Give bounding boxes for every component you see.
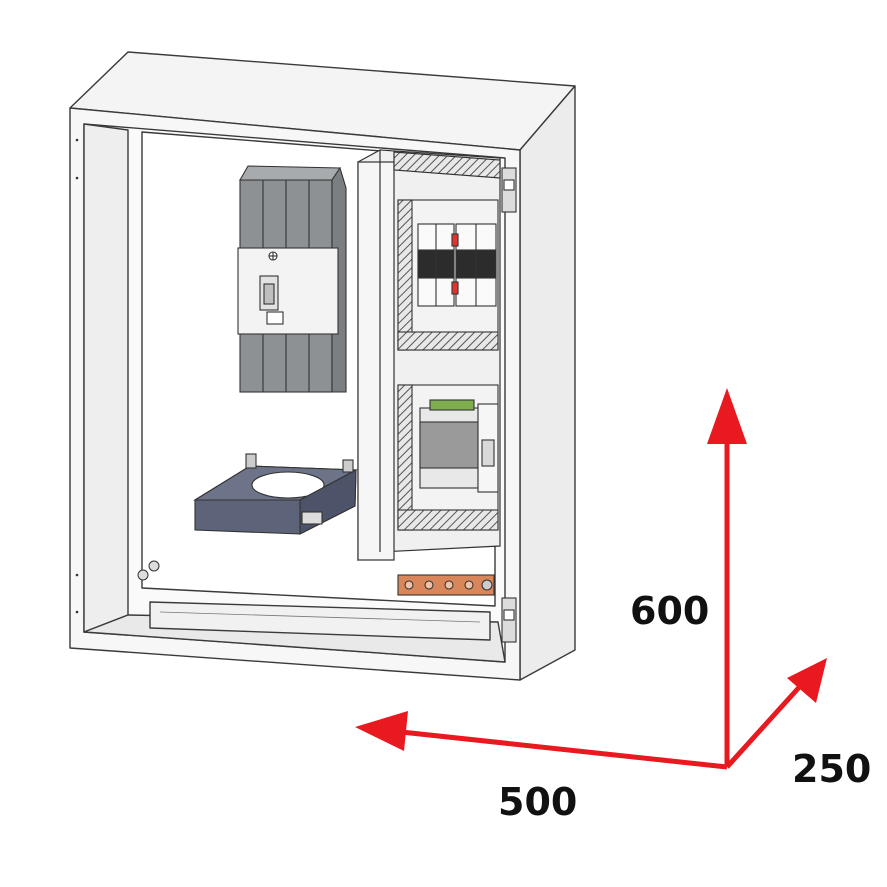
depth-arrow-shaft: [725, 681, 805, 769]
lower-din-section: [397, 384, 499, 531]
earth-stud: [137, 560, 160, 581]
upper-din-section: [397, 199, 499, 351]
height-arrow-head: [707, 388, 747, 444]
width-dimension-label: 500: [498, 780, 578, 824]
din-rail-fuse-holders: [417, 223, 497, 307]
earth-busbar: [397, 574, 495, 596]
molded-case-circuit-breaker: [237, 165, 347, 393]
current-transformer: [193, 453, 359, 535]
width-arrow-head: [355, 711, 408, 751]
dimension-arrows: [355, 388, 827, 770]
depth-arrow-head: [787, 658, 827, 703]
din-rail-relay-module: [419, 399, 499, 493]
depth-dimension-label: 250: [792, 747, 872, 791]
door-hinges: [501, 167, 517, 643]
frame-holes: [75, 138, 79, 614]
height-dimension-label: 600: [630, 589, 710, 633]
width-arrow-shaft: [391, 728, 728, 770]
